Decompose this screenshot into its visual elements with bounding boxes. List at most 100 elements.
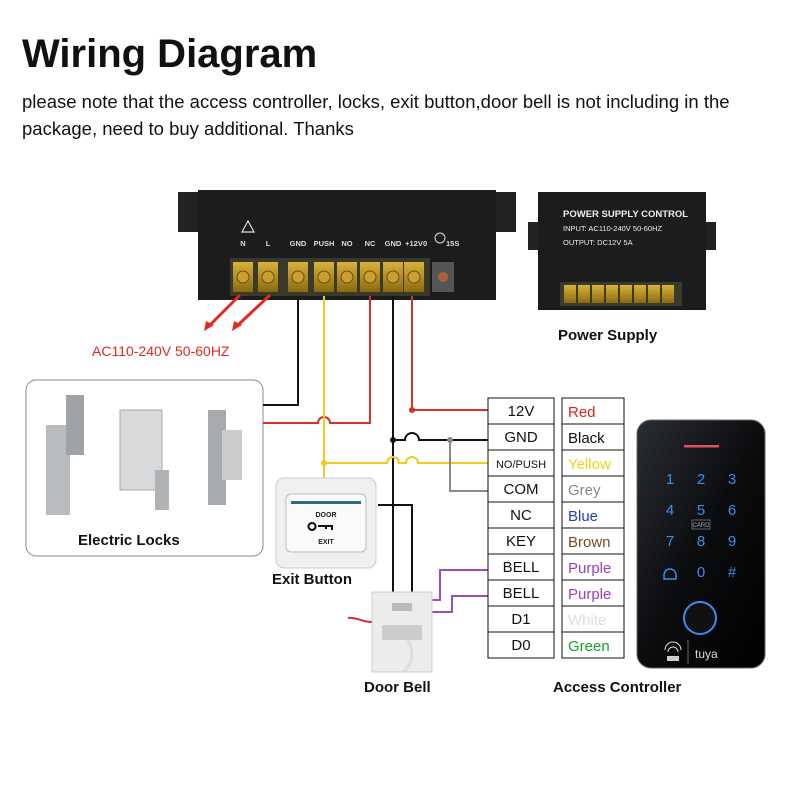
wire-lock-gnd (263, 296, 299, 406)
terminal-name: NC (510, 507, 532, 524)
wire-no-push (324, 456, 488, 464)
terminal-cell (487, 475, 555, 503)
wire-color-name: Red (568, 404, 596, 421)
terminal-cell (487, 579, 555, 607)
keypad-key: 5 (697, 502, 705, 519)
keypad-key: # (728, 564, 737, 581)
wire-com (449, 440, 488, 492)
exit-button-caption: Exit Button (272, 571, 352, 588)
keypad-key: 4 (666, 502, 674, 519)
terminal-label: +12V (405, 239, 423, 248)
power-supply-caption: Power Supply (558, 327, 658, 344)
terminal-label: N (240, 239, 245, 248)
wire-color-name: White (568, 612, 606, 629)
bell-icon (663, 568, 677, 580)
wire-lock-nc (263, 296, 371, 424)
exit-bottom-label: EXIT (318, 539, 334, 546)
warning-icon (240, 219, 256, 233)
door-bell-caption: Door Bell (364, 679, 431, 696)
dial-icon (434, 232, 446, 244)
wire-12v (411, 296, 488, 411)
wire-exit-gnd (378, 504, 413, 592)
color-cell (561, 553, 625, 581)
door-bell (347, 591, 433, 674)
terminal-cell (487, 449, 555, 477)
psu-title: POWER SUPPLY CONTROL (563, 209, 688, 220)
terminal-name: 12V (508, 403, 535, 420)
terminal-name: NO/PUSH (496, 459, 546, 471)
terminal-screw (578, 285, 590, 303)
terminal-name: D1 (511, 611, 530, 628)
terminal-name: BELL (503, 585, 540, 602)
terminal-name: D0 (511, 637, 530, 654)
terminal-name: GND (504, 429, 538, 446)
keypad-key: 1 (666, 471, 674, 488)
ac-input-label: AC110-240V 50-60HZ (92, 343, 230, 359)
terminal-screw (648, 285, 660, 303)
keypad-key: 7 (666, 533, 674, 550)
terminal-label: L (266, 239, 271, 248)
wire-gnd (392, 296, 488, 441)
keypad-key: 3 (728, 471, 736, 488)
wire-bell-1 (430, 569, 488, 601)
color-cell (561, 605, 625, 633)
terminal-screw (606, 285, 618, 303)
keypad-key: 0 (697, 564, 705, 581)
wire-color-name: Brown (568, 534, 611, 551)
wire-bell-2 (430, 595, 488, 613)
fingerprint-sensor (683, 601, 717, 635)
terminal-name: BELL (503, 559, 540, 576)
terminal-label: NC (365, 239, 376, 248)
terminal-label: PUSH (314, 239, 335, 248)
terminal-name: COM (504, 481, 539, 498)
terminal-name: KEY (506, 533, 536, 550)
ac-arrows (208, 293, 272, 327)
electric-locks: Electric Locks (25, 379, 264, 557)
keypad-key: 8 (697, 533, 705, 550)
power-supply-small: POWER SUPPLY CONTROL INPUT: AC110-240V 5… (528, 192, 716, 310)
wire-color-name: Purple (568, 586, 611, 603)
delay-min-label: 0 (423, 239, 427, 248)
exit-button: DOOR EXIT (275, 477, 377, 569)
terminal-cell (487, 527, 555, 555)
locks-caption: Electric Locks (78, 532, 180, 549)
terminal-cell (487, 501, 555, 529)
terminal-label: NO (341, 239, 352, 248)
wire-color-name: Green (568, 638, 610, 655)
terminal-screw (564, 285, 576, 303)
key-icon (307, 522, 333, 531)
terminal-screw (662, 285, 674, 303)
wire-color-name: Yellow (568, 456, 611, 473)
wire-color-name: Blue (568, 508, 598, 525)
nfc-icon (664, 641, 682, 653)
color-cell (561, 449, 625, 477)
wire-color-name: Black (568, 430, 605, 447)
terminal-label: GND (385, 239, 402, 248)
color-cell (561, 631, 625, 659)
card-label: CARD (692, 523, 710, 529)
wires (263, 296, 488, 613)
keypad-key: 9 (728, 533, 736, 550)
terminal-label: GND (290, 239, 307, 248)
terminal-screw (634, 285, 646, 303)
color-cell (561, 527, 625, 555)
brand-logo: tuya (695, 647, 718, 661)
psu-output: OUTPUT: DC12V 5A (563, 238, 633, 247)
color-cell (561, 501, 625, 529)
keypad-key: 2 (697, 471, 705, 488)
color-cell (561, 475, 625, 503)
wire-color-name: Grey (568, 482, 601, 499)
exit-top-label: DOOR (316, 512, 337, 519)
delay-max-label: 15S (446, 239, 459, 248)
psu-input: INPUT: AC110-240V 50-60HZ (563, 224, 662, 233)
terminal-screw (592, 285, 604, 303)
delay-knob (438, 272, 448, 282)
terminal-cell (487, 605, 555, 633)
terminal-cell (487, 631, 555, 659)
terminal-screw (620, 285, 632, 303)
